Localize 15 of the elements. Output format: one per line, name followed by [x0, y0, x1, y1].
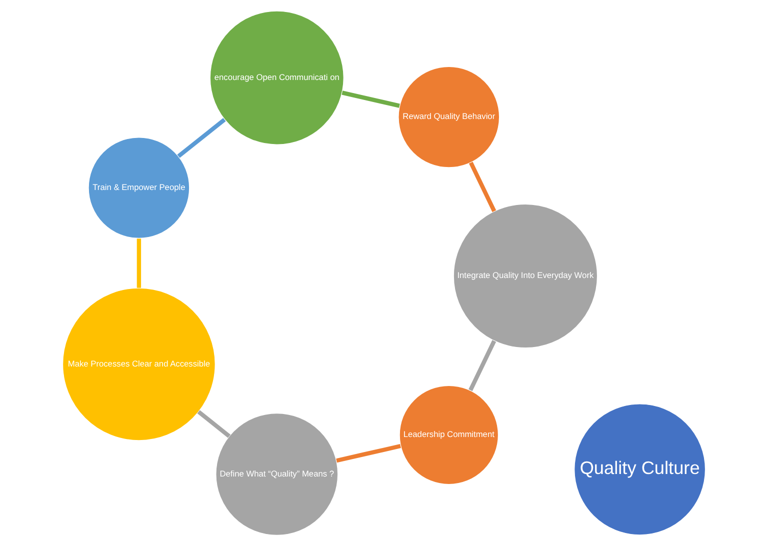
node-circle: Leadership Commitment	[399, 385, 499, 485]
connector	[197, 410, 231, 438]
node-circle: Quality Culture	[574, 404, 706, 536]
node-circle: Train & Empower People	[88, 137, 190, 239]
node-circle: Integrate Quality Into Everyday Work	[453, 204, 598, 348]
node-circle: encourage Open Communicati on	[210, 10, 344, 145]
connector	[177, 118, 226, 158]
node-circle: Make Processes Clear and Accessible	[62, 288, 216, 441]
node-circle: Define What “Quality” Means ?	[216, 412, 338, 536]
node-circle: Reward Quality Behavior	[398, 66, 500, 168]
connector	[342, 90, 400, 108]
connector	[468, 162, 496, 212]
connector	[336, 444, 401, 463]
connector	[468, 340, 496, 392]
connector	[136, 238, 142, 288]
